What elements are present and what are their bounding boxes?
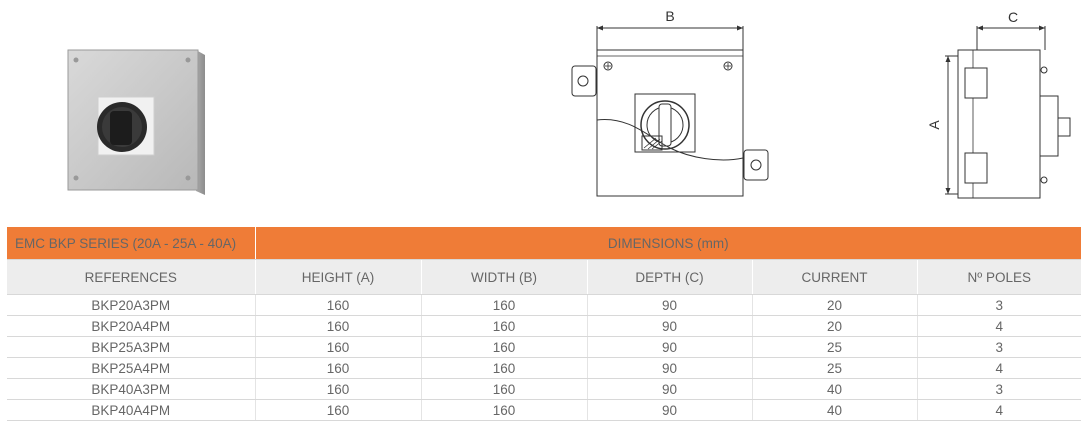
table-cell: 25 xyxy=(752,357,918,379)
table-row: BKP40A4PM 160 160 90 40 4 xyxy=(7,399,1081,421)
dimensions-title: DIMENSIONS (mm) xyxy=(255,227,1081,260)
table-cell: 40 xyxy=(752,399,918,421)
column-header: REFERENCES xyxy=(7,259,256,295)
product-photo xyxy=(60,45,210,195)
table-cell: 160 xyxy=(421,315,588,337)
table-cell: 160 xyxy=(255,336,422,358)
column-header: Nº POLES xyxy=(917,259,1081,295)
table-cell: 160 xyxy=(421,378,588,400)
table-cell: 160 xyxy=(421,336,588,358)
table-row: BKP40A3PM 160 160 90 40 3 xyxy=(7,378,1081,400)
table-cell: BKP40A3PM xyxy=(7,378,256,400)
table-row: BKP20A4PM 160 160 90 20 4 xyxy=(7,315,1081,337)
table-cell: BKP25A4PM xyxy=(7,357,256,379)
column-header: WIDTH (B) xyxy=(421,259,588,295)
table-cell: 160 xyxy=(255,399,422,421)
table-cell: 4 xyxy=(917,399,1081,421)
table-cell: BKP40A4PM xyxy=(7,399,256,421)
dim-label-c: C xyxy=(1008,9,1018,25)
table-cell: 160 xyxy=(255,315,422,337)
dim-label-b: B xyxy=(665,8,674,24)
table-cell: 4 xyxy=(917,315,1081,337)
table-cell: BKP25A3PM xyxy=(7,336,256,358)
table-cell: 20 xyxy=(752,294,918,316)
table-cell: 25 xyxy=(752,336,918,358)
column-header-row: REFERENCES HEIGHT (A) WIDTH (B) DEPTH (C… xyxy=(7,259,1081,295)
table-row: BKP20A3PM 160 160 90 20 3 xyxy=(7,294,1081,316)
table-row: BKP25A4PM 160 160 90 25 4 xyxy=(7,357,1081,379)
specifications-table: EMC BKP SERIES (20A - 25A - 40A) DIMENSI… xyxy=(7,227,1081,421)
table-cell: 160 xyxy=(421,357,588,379)
series-title: EMC BKP SERIES (20A - 25A - 40A) xyxy=(7,227,256,260)
table-cell: 3 xyxy=(917,294,1081,316)
table-cell: 160 xyxy=(255,294,422,316)
front-view-diagram: B xyxy=(571,8,769,197)
side-view-diagram: C A xyxy=(926,9,1071,199)
table-row: BKP25A3PM 160 160 90 25 3 xyxy=(7,336,1081,358)
table-cell: 90 xyxy=(587,378,753,400)
table-cell: 90 xyxy=(587,357,753,379)
table-cell: 3 xyxy=(917,336,1081,358)
table-cell: BKP20A3PM xyxy=(7,294,256,316)
table-cell: 160 xyxy=(421,399,588,421)
table-cell: 160 xyxy=(255,357,422,379)
table-cell: 160 xyxy=(421,294,588,316)
table-cell: 90 xyxy=(587,336,753,358)
front-dimension-drawing: B xyxy=(560,8,790,206)
column-header: DEPTH (C) xyxy=(587,259,753,295)
dim-label-a: A xyxy=(926,120,942,130)
side-dimension-drawing: C A xyxy=(925,8,1085,206)
column-header: CURRENT xyxy=(752,259,918,295)
enclosure-photo-image xyxy=(67,49,205,195)
table-cell: 40 xyxy=(752,378,918,400)
table-title-row: EMC BKP SERIES (20A - 25A - 40A) DIMENSI… xyxy=(7,227,1081,260)
table-cell: BKP20A4PM xyxy=(7,315,256,337)
column-header: HEIGHT (A) xyxy=(255,259,422,295)
table-cell: 3 xyxy=(917,378,1081,400)
table-cell: 90 xyxy=(587,399,753,421)
table-cell: 90 xyxy=(587,315,753,337)
table-cell: 4 xyxy=(917,357,1081,379)
table-cell: 20 xyxy=(752,315,918,337)
table-cell: 90 xyxy=(587,294,753,316)
table-cell: 160 xyxy=(255,378,422,400)
